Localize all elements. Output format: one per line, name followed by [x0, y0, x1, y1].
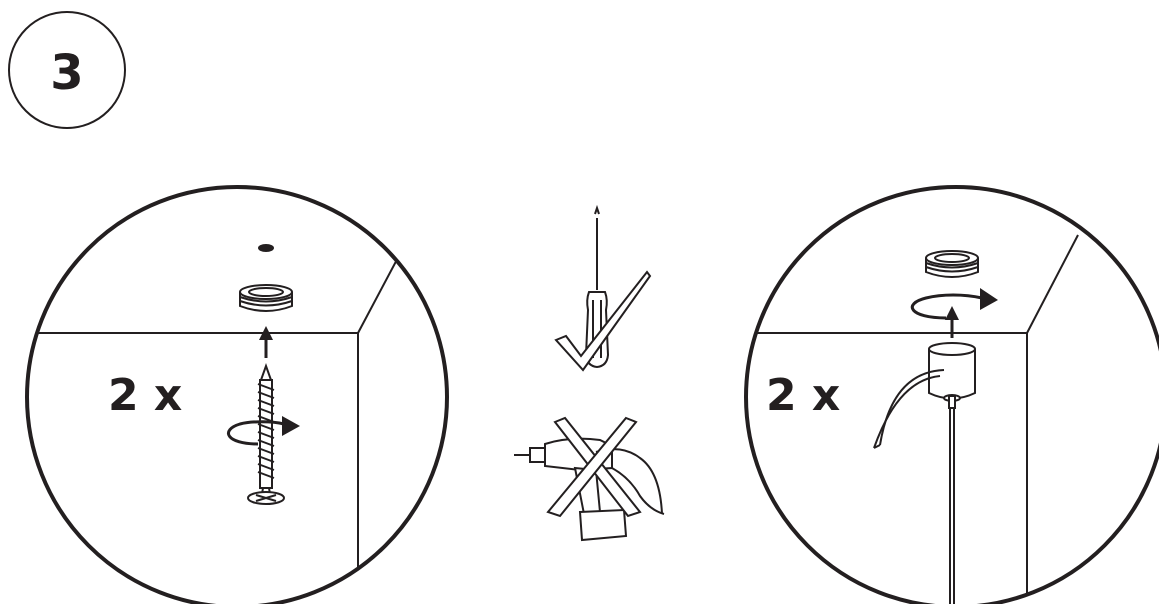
drill-hole-icon: [258, 244, 274, 252]
threaded-insert-icon: [925, 250, 979, 278]
left-detail-panel: 2 x: [25, 185, 449, 604]
forbidden-tool-group: [514, 416, 665, 542]
step-badge: 3: [8, 11, 126, 129]
right-detail-panel: 2 x: [744, 185, 1159, 604]
suspension-cord-icon: [948, 395, 956, 604]
rotate-clockwise-icon: [911, 288, 998, 320]
allowed-tool-group: [554, 204, 652, 372]
quantity-label: 2 x: [766, 370, 840, 421]
threaded-insert-icon: [239, 284, 293, 312]
up-arrow-icon: [259, 326, 273, 358]
rotate-clockwise-icon: [227, 416, 300, 446]
screw-icon: [247, 363, 285, 505]
quantity-label: 2 x: [108, 370, 182, 421]
up-arrow-icon: [945, 306, 959, 338]
check-mark-icon: [554, 270, 652, 372]
ceiling-canopy-icon: [928, 342, 976, 402]
step-number: 3: [50, 45, 83, 101]
power-cable-icon: [873, 369, 945, 449]
cross-mark-icon: [546, 416, 642, 518]
